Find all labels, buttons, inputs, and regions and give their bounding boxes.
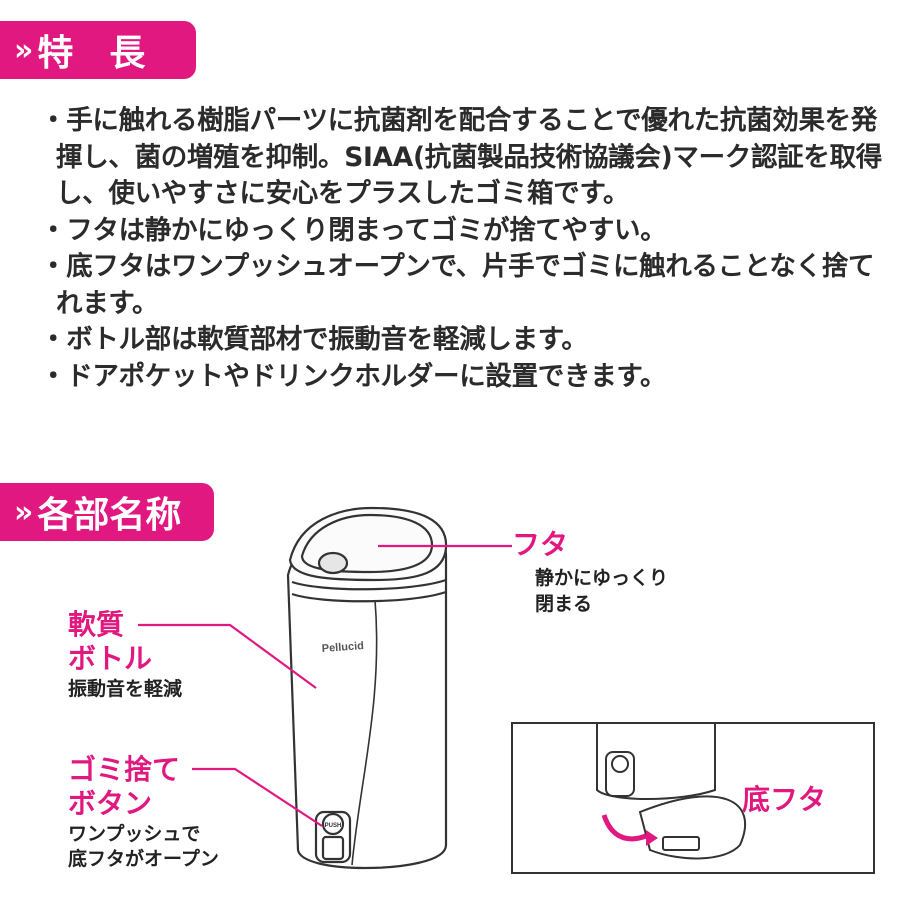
brand-logo: Pellucid [321,640,364,655]
lid-desc-line2: 閉まる [535,593,593,615]
bottle-callout-line [138,623,317,689]
feature-item: ・ドアポケットやドリンクホルダーに設置できます。 [40,360,667,392]
chevron-icon: » [14,32,33,68]
button-label-line1: ゴミ捨て [68,753,181,786]
button-desc-line2: 底フタがオープン [68,848,219,870]
push-label: PUSH [325,823,342,829]
button-label-line2: ボタン [68,787,153,820]
lid-desc-line1: 静かにゆっくり [535,567,669,589]
bottle-desc: 振動音を軽減 [68,678,183,700]
trash-bin-body [286,506,448,870]
features-section-header: » 特 長 [0,21,196,79]
bottle-label-line2: ボトル [68,642,153,675]
push-button [321,812,345,836]
chevron-icon: » [14,494,33,530]
open-arrow-icon [601,814,647,842]
parts-section-title: 各部名称 [37,495,182,536]
feature-item: ・ボトル部は軟質部材で振動音を軽減します。 [40,324,588,355]
bottle-label-line1: 軟質 [68,608,125,641]
bottom-lid-label: 底フタ [742,783,827,816]
feature-list: ・手に触れる樹脂パーツに抗菌剤を配合することで優れた抗菌効果を発揮し、菌の増殖を… [40,103,890,395]
push-button-housing [314,810,352,864]
button-callout-line [192,767,323,827]
features-section-title: 特 長 [37,33,146,74]
lid-label: フタ [512,528,569,561]
feature-item: ・手に触れる樹脂パーツに抗菌剤を配合することで優れた抗菌効果を発揮し、菌の増殖を… [40,105,882,209]
feature-item: ・フタは静かにゆっくり閉まってゴミが捨てやすい。 [40,214,667,246]
parts-section-header: » 各部名称 [0,483,214,541]
open-arrow-head-icon [646,830,658,846]
feature-item: ・底フタはワンプッシュオープンで、片手でゴミに触れることなく捨てれます。 [40,251,875,319]
button-desc-line1: ワンプッシュで [68,823,201,845]
